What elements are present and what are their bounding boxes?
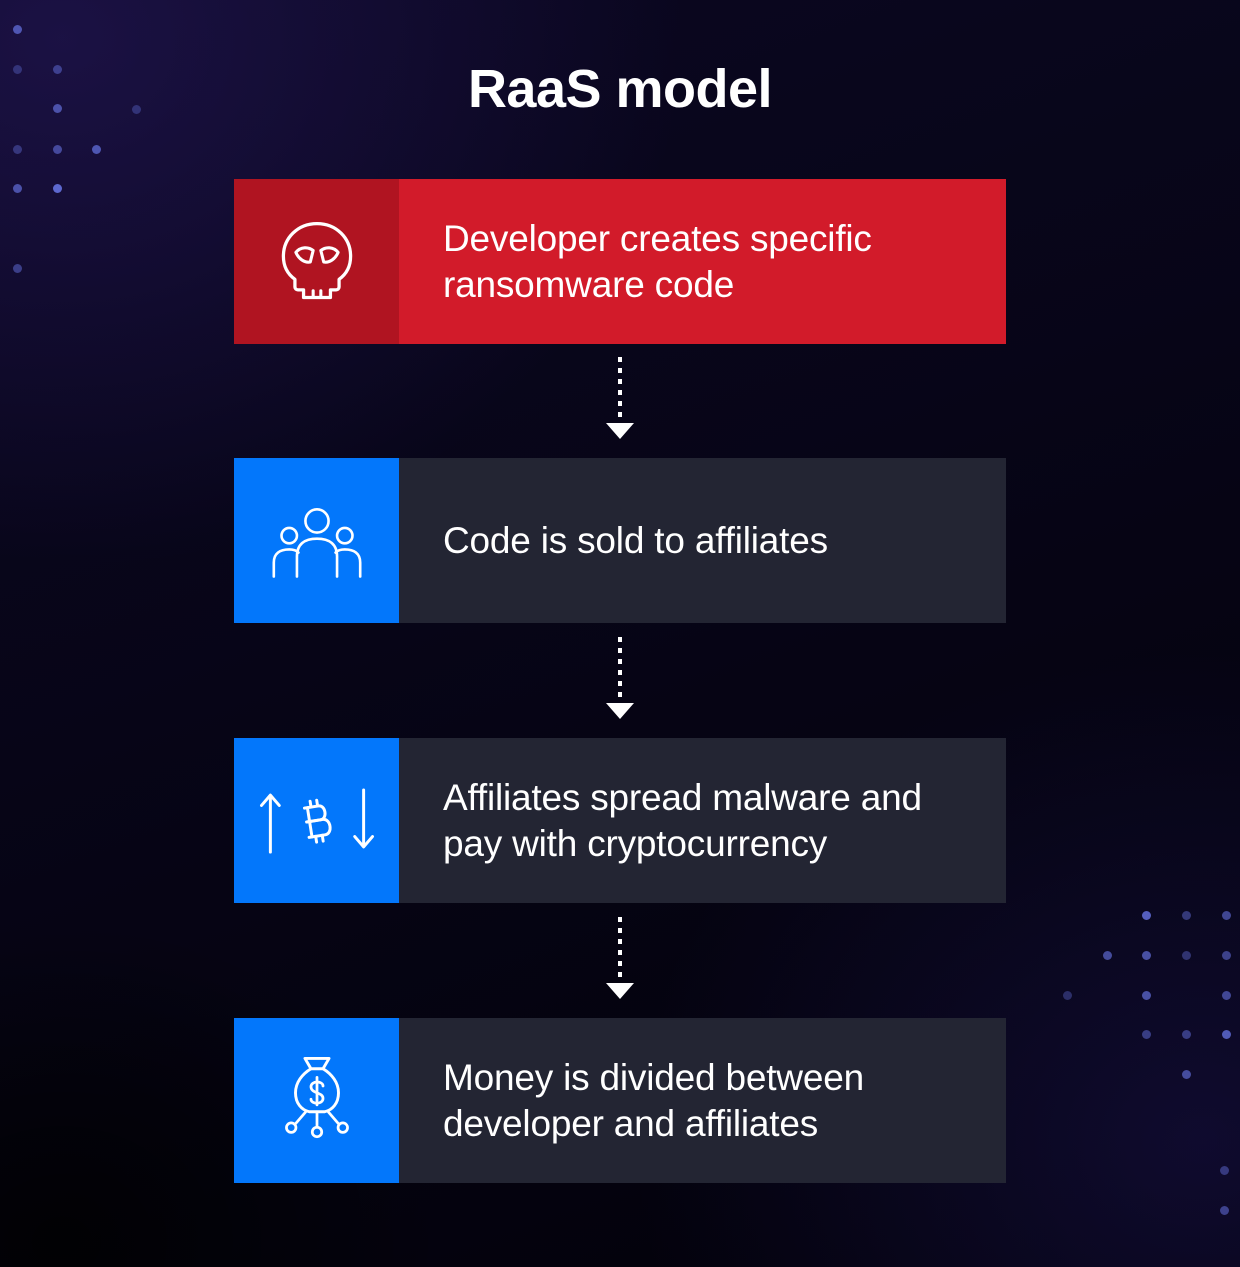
step-developer-creates-code: Developer creates specific ransomware co… xyxy=(234,179,1006,344)
decorative-dot xyxy=(1141,950,1151,960)
step-icon-cell xyxy=(234,458,399,623)
step-text-cell: Developer creates specific ransomware co… xyxy=(399,179,1006,344)
decorative-dot xyxy=(52,183,62,193)
arrow-head xyxy=(606,423,634,439)
step-text-cell: Money is divided between developer and a… xyxy=(399,1018,1006,1183)
money-split-icon xyxy=(284,1056,349,1138)
decorative-dot xyxy=(1221,1029,1231,1039)
step-affiliates-spread: Affiliates spread malware and pay with c… xyxy=(234,738,1006,903)
page-title: RaaS model xyxy=(467,59,773,119)
affiliates-group-icon xyxy=(271,507,362,578)
decorative-dot xyxy=(1221,950,1231,960)
step-icon-cell xyxy=(234,179,399,344)
decorative-dot xyxy=(52,144,62,154)
step-text-cell: Affiliates spread malware and pay with c… xyxy=(399,738,1006,903)
flow-arrow-down-icon xyxy=(606,917,634,999)
decorative-dot xyxy=(12,144,22,154)
decorative-dot xyxy=(1181,910,1191,920)
decorative-dot xyxy=(1181,1069,1191,1079)
step-icon-cell xyxy=(234,738,399,903)
decorative-dot xyxy=(1219,1165,1229,1175)
flow-arrow-down-icon xyxy=(606,357,634,439)
decorative-dot xyxy=(1141,910,1151,920)
decorative-dot xyxy=(1141,1029,1151,1039)
decorative-dot xyxy=(1141,990,1151,1000)
arrow-head xyxy=(606,703,634,719)
bitcoin-exchange-icon xyxy=(259,787,374,854)
arrow-dashed-line xyxy=(618,357,622,419)
decorative-dot xyxy=(1102,950,1112,960)
decorative-dot xyxy=(1221,990,1231,1000)
decorative-dot xyxy=(12,24,22,34)
step-label: Code is sold to affiliates xyxy=(443,519,828,561)
decorative-dot xyxy=(12,263,22,273)
step-text-cell: Code is sold to affiliates xyxy=(399,458,1006,623)
step-icon-cell xyxy=(234,1018,399,1183)
step-money-divided: Money is divided between developer and a… xyxy=(234,1018,1006,1183)
arrow-dashed-line xyxy=(618,637,622,699)
arrow-head xyxy=(606,983,634,999)
decorative-dot xyxy=(91,144,101,154)
decorative-dot xyxy=(1221,910,1231,920)
arrow-dashed-line xyxy=(618,917,622,979)
skull-icon xyxy=(281,221,352,299)
flow-arrow-down-icon xyxy=(606,637,634,719)
decorative-dot xyxy=(1181,950,1191,960)
step-label: Affiliates spread malware and pay with c… xyxy=(443,776,922,864)
step-code-sold: Code is sold to affiliates xyxy=(234,458,1006,623)
step-label: Developer creates specific ransomware co… xyxy=(443,217,872,305)
decorative-dot xyxy=(1181,1029,1191,1039)
step-label: Money is divided between developer and a… xyxy=(443,1056,864,1144)
decorative-dot xyxy=(1219,1205,1229,1215)
decorative-dot xyxy=(12,183,22,193)
decorative-dot xyxy=(1062,990,1072,1000)
